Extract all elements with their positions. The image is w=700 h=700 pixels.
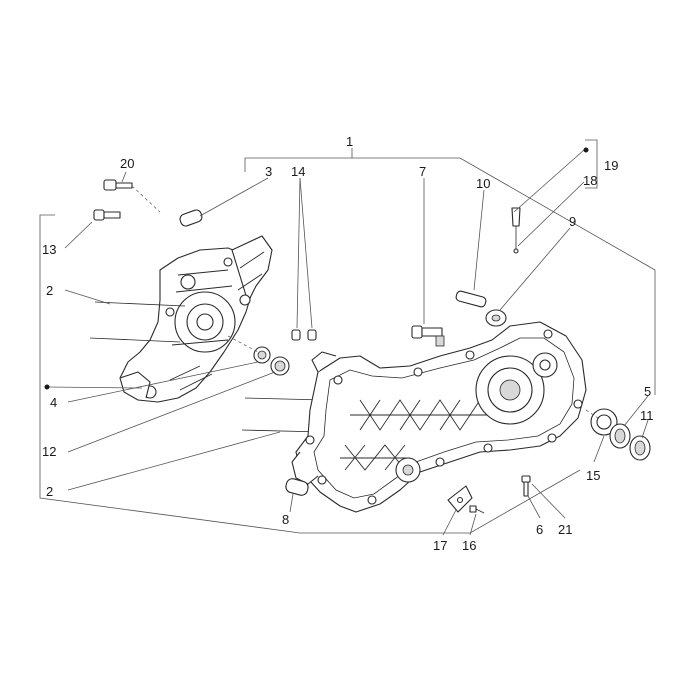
bearing-12 (270, 356, 290, 376)
leader-dot-left (44, 384, 50, 390)
group-bracket-lines (39, 139, 656, 534)
callout-11: 11 (640, 408, 654, 423)
seal-11 (629, 435, 651, 461)
left-crankcase-half (119, 235, 273, 403)
dowel-pins-14 (291, 329, 317, 341)
dowel-13 (93, 209, 121, 221)
callout-9: 9 (569, 214, 576, 229)
callout-8: 8 (282, 512, 289, 527)
callout-12: 12 (42, 444, 56, 459)
seal-5 (609, 423, 631, 449)
callout-2-bottom: 2 (46, 484, 53, 499)
leader-dot-19 (583, 147, 589, 153)
screw-16 (469, 505, 485, 514)
screw-6-21 (521, 475, 531, 497)
callout-1: 1 (346, 134, 353, 149)
callout-20: 20 (120, 156, 134, 171)
bracket-17 (447, 485, 473, 513)
bushing-10 (455, 290, 487, 308)
callout-6: 6 (536, 522, 543, 537)
callout-21: 21 (558, 522, 572, 537)
leader-lines (47, 149, 649, 536)
callout-17: 17 (433, 538, 447, 553)
stud-7 (411, 325, 445, 347)
callout-5: 5 (644, 384, 651, 399)
main-crankcase (291, 321, 587, 513)
callout-13: 13 (42, 242, 56, 257)
callout-19: 19 (604, 158, 618, 173)
callout-3: 3 (265, 164, 272, 179)
callout-14: 14 (291, 164, 305, 179)
oil-seal-4 (253, 346, 271, 364)
studs-2-left (89, 301, 186, 343)
callout-18: 18 (583, 173, 597, 188)
callout-7: 7 (419, 164, 426, 179)
callout-4: 4 (50, 395, 57, 410)
screw-20 (103, 179, 133, 191)
dowel-8 (285, 478, 309, 496)
callout-15: 15 (586, 468, 600, 483)
bushing-9 (485, 309, 507, 327)
bushing-3 (179, 209, 203, 227)
callout-2-top: 2 (46, 283, 53, 298)
callout-labels: 1 3 14 7 10 19 18 9 20 13 2 4 12 2 8 5 1… (42, 134, 654, 553)
callout-10: 10 (476, 176, 490, 191)
callout-16: 16 (462, 538, 476, 553)
bearing-15 (590, 408, 618, 436)
dipstick-18 (511, 207, 521, 254)
